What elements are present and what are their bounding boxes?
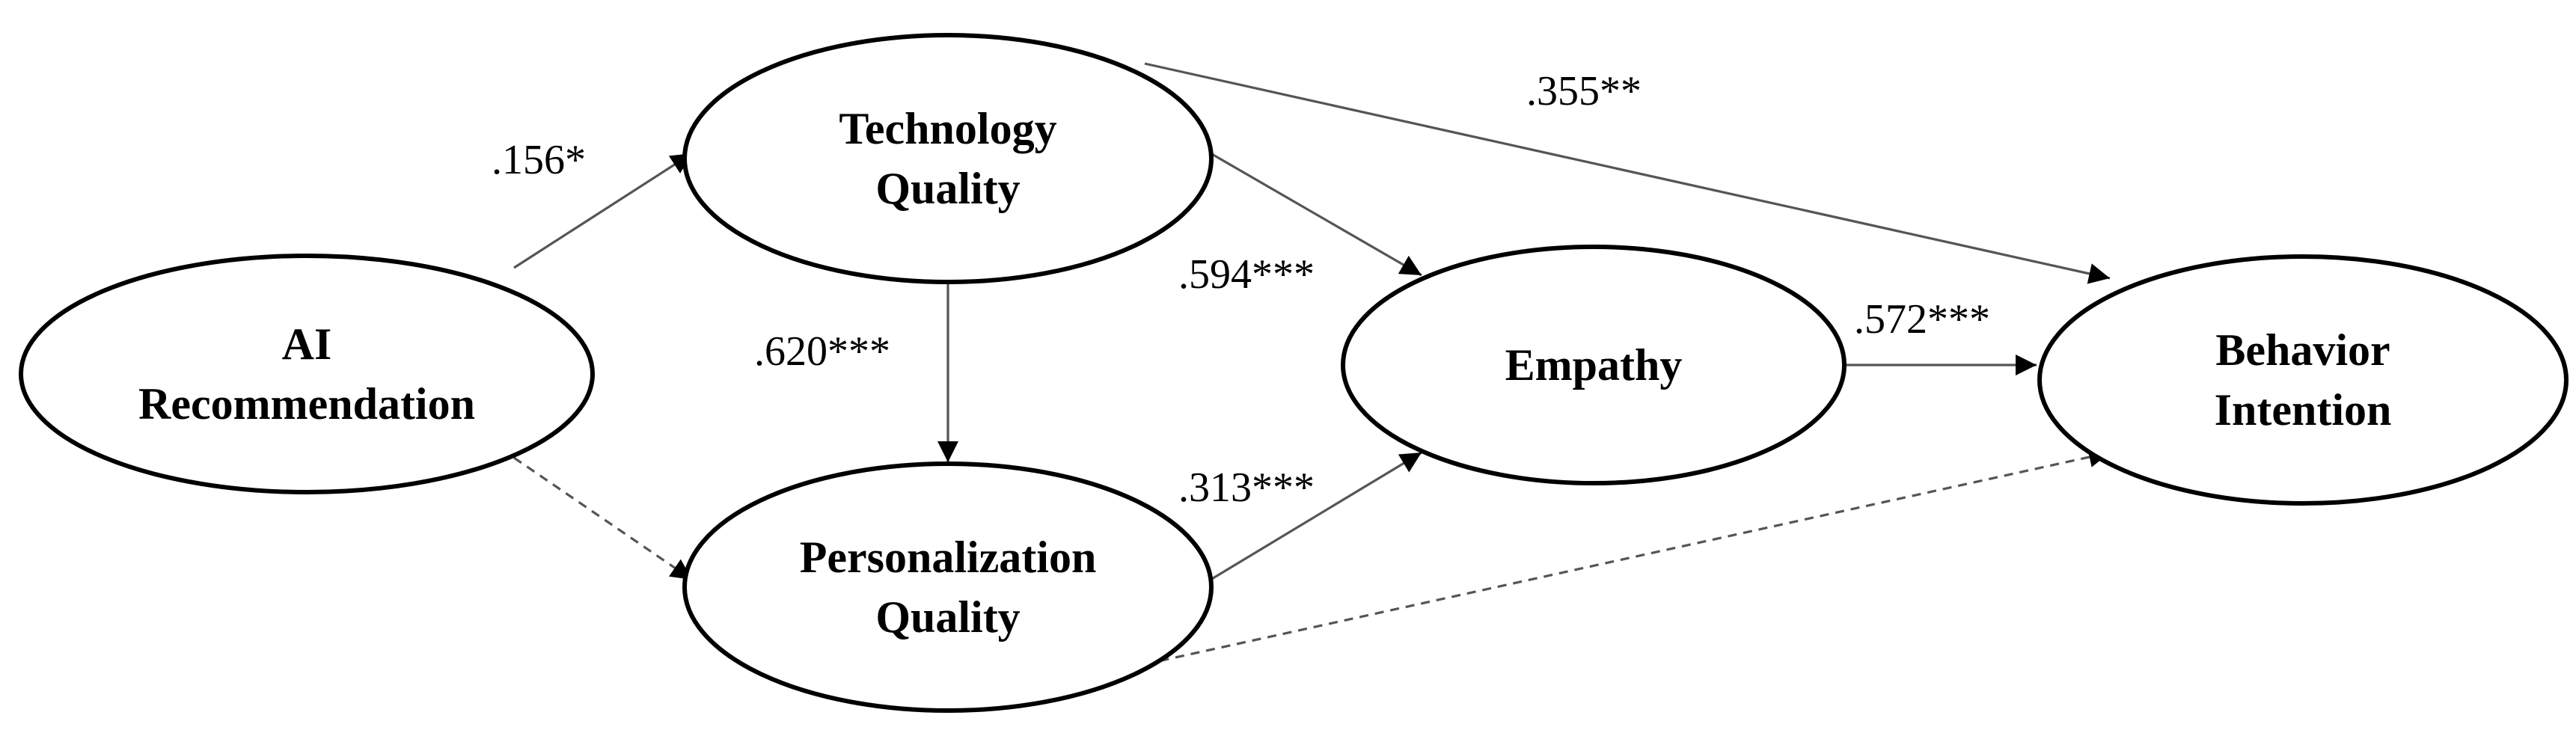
node-label-tq-0: Technology xyxy=(839,104,1056,153)
node-shape-bi xyxy=(2037,254,2569,506)
edge-ai-pq xyxy=(513,456,693,581)
node-shape-emp xyxy=(1341,245,1847,485)
nodes-layer: AIRecommendationTechnologyQualityPersona… xyxy=(19,33,2569,713)
edge-labels-layer: .156* .620*** .594*** .355** .313*** .572*** xyxy=(492,68,1990,511)
node-label-tq-1: Quality xyxy=(875,164,1020,213)
edge-pq-bi xyxy=(1144,447,2111,666)
node-ai: AI Recommendation xyxy=(19,254,595,494)
node-emp: Empathy xyxy=(1341,245,1847,485)
node-shape-tq xyxy=(682,33,1214,284)
edge-ai-tq xyxy=(513,152,693,269)
node-label-ai-1: Recommendation xyxy=(138,379,475,429)
node-label-pq-0: Personalization xyxy=(800,533,1097,582)
edge-label-tq-emp: .594*** xyxy=(1178,251,1315,298)
node-label-ai-0: AI xyxy=(282,319,332,369)
edge-label-emp-bi: .572*** xyxy=(1854,296,1990,343)
edge-tq-bi xyxy=(1144,62,2111,284)
node-label-bi-1: Intention xyxy=(2215,385,2392,435)
edge-label-tq-pq: .620*** xyxy=(754,328,890,375)
edge-label-pq-emp: .313*** xyxy=(1178,464,1315,511)
edge-label-tq-bi: .355** xyxy=(1526,68,1642,114)
node-shape-pq xyxy=(682,461,1214,713)
edge-tq-emp xyxy=(1210,152,1422,277)
edge-label-ai-tq: .156* xyxy=(492,137,586,183)
edges-layer xyxy=(513,62,2111,666)
node-label-bi-0: Behavior xyxy=(2215,325,2390,375)
edge-pq-emp xyxy=(1210,451,1422,581)
node-shape-ai xyxy=(19,254,595,494)
node-label-emp-0: Empathy xyxy=(1505,340,1683,390)
node-label-pq-1: Quality xyxy=(875,592,1020,642)
